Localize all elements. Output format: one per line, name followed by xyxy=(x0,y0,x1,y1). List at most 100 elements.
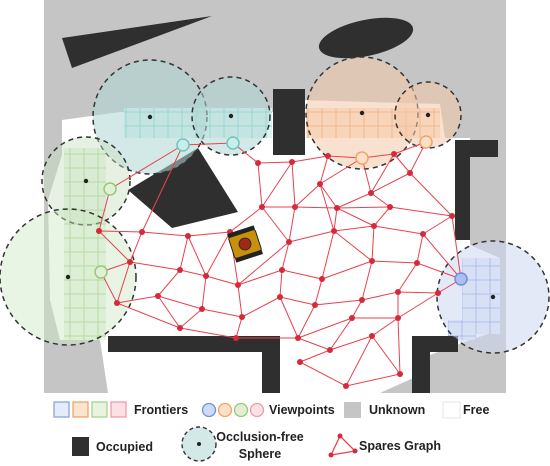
graph-edge xyxy=(371,225,375,262)
graph-node xyxy=(289,159,295,165)
graph-node xyxy=(199,306,205,312)
graph-edge xyxy=(261,161,293,208)
graph-edge xyxy=(205,231,231,277)
graph-edge xyxy=(422,233,462,280)
graph-node xyxy=(359,297,365,303)
graph-edge xyxy=(229,206,263,233)
graph-node xyxy=(407,170,413,176)
graph-edge xyxy=(397,262,418,293)
graph-edge xyxy=(257,161,293,164)
legend-graph-label: Spares Graph xyxy=(359,439,441,453)
graph-node xyxy=(286,239,292,245)
graph-edge xyxy=(371,317,399,337)
graph-edge xyxy=(201,308,243,318)
graph-edge xyxy=(294,183,321,208)
graph-edge xyxy=(373,225,424,235)
graph-edge xyxy=(237,269,283,286)
graph-node xyxy=(317,181,323,187)
graph-edge xyxy=(321,230,335,280)
graph-edge xyxy=(361,291,399,301)
graph-node xyxy=(349,315,355,321)
graph-edge xyxy=(205,275,239,286)
frontier-swatch-orange xyxy=(72,401,89,418)
sparse-graph-edges xyxy=(98,141,462,387)
legend-free-label: Free xyxy=(463,403,489,417)
graph-edge xyxy=(288,206,296,243)
graph-node xyxy=(233,335,239,341)
graph-node xyxy=(295,335,301,341)
frontier-swatch-pink xyxy=(110,401,127,418)
graph-edge xyxy=(333,225,375,232)
viewpoint-swatch-pink xyxy=(249,402,265,418)
graph-edge xyxy=(257,162,263,208)
graph-node xyxy=(387,204,393,210)
legend-unknown-label: Unknown xyxy=(369,403,425,417)
graph-node xyxy=(319,276,325,282)
legend-frontiers-label: Frontiers xyxy=(134,403,188,417)
graph-edge xyxy=(187,235,207,277)
graph-node xyxy=(391,151,397,157)
graph-node xyxy=(185,233,191,239)
graph-edge xyxy=(291,161,296,208)
graph-edge xyxy=(157,269,181,297)
graph-edge xyxy=(116,261,131,304)
viewpoint-swatch-green xyxy=(233,402,249,418)
graph-node xyxy=(177,267,183,273)
graph-edge xyxy=(314,299,363,306)
legend-sphere: Occlusion-free Sphere xyxy=(181,426,304,462)
graph-edge xyxy=(241,296,281,318)
graph-edge xyxy=(397,317,401,375)
graph-edge xyxy=(329,317,353,351)
graph-edge xyxy=(416,262,462,280)
graph-edge xyxy=(351,299,363,319)
graph-edge xyxy=(187,231,231,237)
graph-edge xyxy=(370,172,411,194)
graph-edge xyxy=(116,302,181,329)
graph-node xyxy=(414,260,420,266)
graph-node xyxy=(331,228,337,234)
viewpoint-swatch-blue xyxy=(201,402,217,418)
legend-occupied-label: Occupied xyxy=(96,440,153,454)
graph-edge xyxy=(397,291,439,294)
graph-node xyxy=(139,229,145,235)
graph-node xyxy=(435,290,441,296)
graph-edge xyxy=(333,230,373,262)
graph-edge xyxy=(157,295,181,329)
graph-edge xyxy=(98,188,111,232)
legend-sphere-label-line1: Occlusion-free xyxy=(216,430,304,444)
graph-edge xyxy=(393,153,411,174)
graph-edge xyxy=(297,317,353,339)
graph-edge xyxy=(297,337,331,351)
frontier-swatch-green xyxy=(91,401,108,418)
graph-node xyxy=(239,314,245,320)
graph-node xyxy=(292,204,298,210)
graph-edge xyxy=(109,144,184,190)
graph-edge xyxy=(237,241,290,286)
graph-node xyxy=(259,204,265,210)
graph-node xyxy=(395,289,401,295)
graph-edge xyxy=(279,296,299,339)
graph-edge xyxy=(281,269,323,280)
graph-edge xyxy=(179,235,189,271)
graph-edge xyxy=(179,327,237,339)
graph-node xyxy=(279,267,285,273)
graph-edge xyxy=(141,144,184,233)
graph-edge xyxy=(370,192,391,208)
graph-node xyxy=(369,333,375,339)
legend-free: Free xyxy=(442,401,489,419)
graph-swatch xyxy=(329,434,357,456)
graph-node xyxy=(96,228,102,234)
legend-graph: Spares Graph xyxy=(328,433,441,458)
graph-edge xyxy=(299,349,331,363)
legend-unknown: Unknown xyxy=(344,402,425,418)
graph-node xyxy=(343,383,349,389)
graph-node xyxy=(449,213,455,219)
graph-edge xyxy=(235,316,243,339)
graph-edge xyxy=(451,215,462,280)
graph-node xyxy=(371,223,377,229)
graph-edge xyxy=(261,206,290,243)
graph-edge xyxy=(129,261,181,271)
graph-node xyxy=(312,302,318,308)
graph-node xyxy=(395,315,401,321)
